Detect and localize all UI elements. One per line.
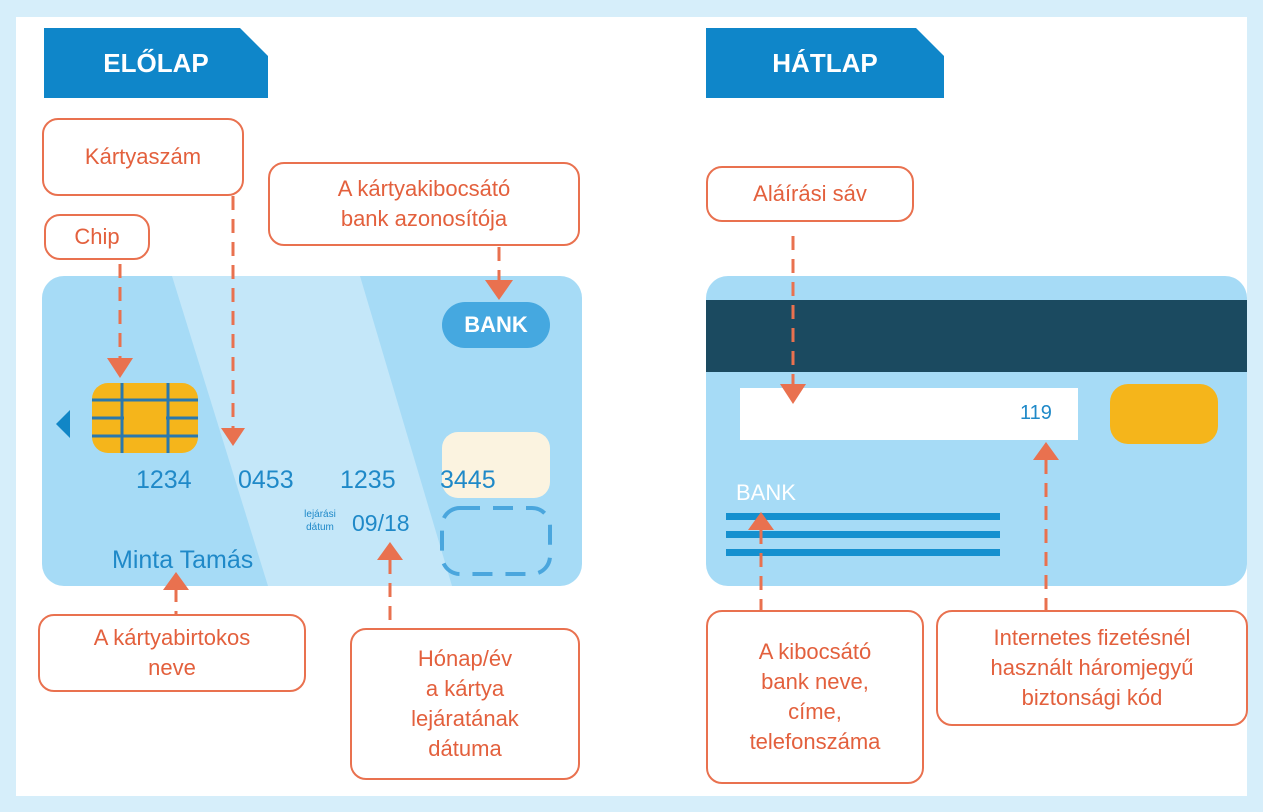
front-card-light-stripe: [172, 276, 452, 586]
bank-logo-pill: [442, 302, 550, 348]
card-number-group-1: 1234: [136, 466, 192, 494]
bank-info-lines: [726, 513, 1000, 556]
hologram-patch: [442, 432, 550, 498]
arrow-head-holder: [163, 572, 189, 590]
front-tab-label: ELŐLAP: [103, 47, 209, 78]
callout-issuer-id: A kártyakibocsátó bank azonosítója: [268, 162, 580, 246]
arrow-head-bank-info: [748, 512, 774, 530]
arrow-head-signature: [780, 384, 806, 404]
back-tab: HÁTLAP: [706, 28, 944, 98]
arrow-head-issuer: [485, 280, 513, 300]
cvv-value: 119: [1020, 402, 1052, 424]
front-tab: ELŐLAP: [44, 28, 268, 98]
arrow-head-cvv: [1033, 442, 1059, 460]
arrow-head-expiry: [377, 542, 403, 560]
contactless-area: [440, 506, 552, 576]
card-number-group-4: 3445: [440, 466, 496, 494]
back-chip-patch: [1110, 384, 1218, 444]
expiry-value: 09/18: [352, 510, 410, 536]
chip-icon: [92, 383, 198, 453]
card-insert-triangle-icon: [56, 410, 70, 438]
arrow-head-card-number: [221, 428, 245, 446]
callout-holder-name: A kártyabirtokos neve: [38, 614, 306, 692]
callout-cvv: Internetes fizetésnél használt háromjegy…: [936, 610, 1248, 726]
cardholder-name: Minta Tamás: [112, 546, 254, 574]
card-number-group-2: 0453: [238, 466, 294, 494]
callout-signature: Aláírási sáv: [706, 166, 914, 222]
bank-logo-text: BANK: [464, 312, 528, 337]
arrow-head-chip: [107, 358, 133, 378]
card-number-group-3: 1235: [340, 466, 396, 494]
callout-chip: Chip: [44, 214, 150, 260]
expiry-small-label: lejárási dátum: [304, 509, 336, 533]
callout-expiry: Hónap/év a kártya lejáratának dátuma: [350, 628, 580, 780]
back-bank-label: BANK: [736, 480, 796, 505]
callout-card-number: Kártyaszám: [42, 118, 244, 196]
callout-bank-info: A kibocsátó bank neve, címe, telefonszám…: [706, 610, 924, 784]
magnetic-strip: [706, 300, 1247, 372]
back-tab-label: HÁTLAP: [772, 47, 878, 78]
